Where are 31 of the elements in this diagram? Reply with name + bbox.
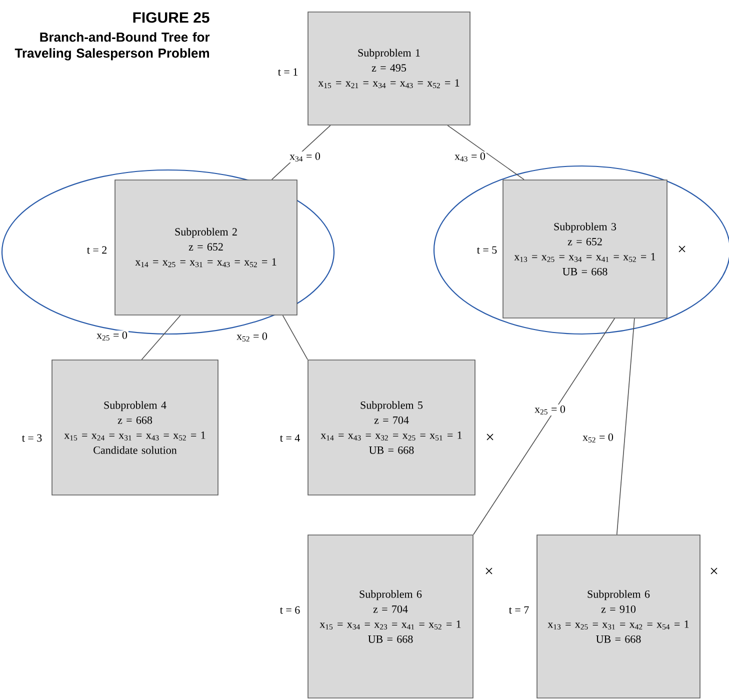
edge-label: x$_{52}$ = 0 [236, 331, 268, 342]
cross-mark: × [710, 568, 718, 574]
iteration-label: t = 1 [278, 68, 298, 76]
branch-line [447, 125, 524, 180]
branch-line [141, 315, 181, 360]
branch-line [616, 318, 635, 535]
iteration-label: t = 3 [22, 434, 42, 442]
cross-mark: × [486, 568, 492, 574]
subproblem-box: Subproblem 6 z = 910 x$_{13}$ = x$_{25}$ = x$_{31}$ = x$_{42}$ = x$_{54}$ = 1 UB = 668 [536, 534, 700, 698]
subproblem-box: Subproblem 1 z = 495 x$_{15}$ = x$_{21}$ = x$_{34}$ = x$_{43}$ = x$_{52}$ = 1 [308, 12, 470, 126]
subproblem-box: Subproblem 5 z = 704 x$_{14}$ = x$_{43}$ = x$_{32}$ = x$_{25}$ = x$_{51}$ = 1 UB = 668 [308, 360, 476, 496]
iteration-label: t = 2 [86, 246, 107, 254]
branch-line [282, 315, 308, 360]
cross-mark: × [678, 246, 686, 252]
edge-label: x$_{52}$ = 0 [582, 432, 614, 444]
edge-label: x$_{34}$ = 0 [288, 151, 322, 162]
subproblem-box: Subproblem 6 z = 704 x$_{15}$ = x$_{34}$ = x$_{23}$ = x$_{41}$ = x$_{52}$ = 1 UB = 668 [308, 534, 474, 698]
subproblem-box: Subproblem 4 z = 668 x$_{15}$ = x$_{24}$ = x$_{31}$ = x$_{43}$ = x$_{52}$ = 1 Candidate solution [52, 360, 218, 496]
figure-caption: Branch-and-Bound Tree for Traveling Salesperson Problem [14, 32, 210, 60]
subproblem-box: Subproblem 2 z = 652 x$_{14}$ = x$_{25}$ = x$_{31}$ = x$_{43}$ = x$_{52}$ = 1 [114, 180, 298, 316]
figure-title: FIGURE 25 [133, 12, 210, 23]
edge-label: x$_{25}$ = 0 [96, 330, 128, 342]
branch-line [473, 318, 616, 535]
edge-label: x$_{25}$ = 0 [534, 404, 566, 416]
iteration-label: t = 5 [476, 246, 497, 254]
iteration-label: t = 4 [280, 434, 300, 442]
iteration-label: t = 7 [508, 606, 529, 614]
subproblem-box: Subproblem 3 z = 652 x$_{13}$ = x$_{25}$ = x$_{34}$ = x$_{41}$ = x$_{52}$ = 1 UB = 668 [502, 180, 668, 318]
iteration-label: t = 6 [280, 606, 300, 614]
cross-mark: × [486, 434, 494, 440]
edge-label: x$_{43}$ = 0 [454, 151, 486, 162]
